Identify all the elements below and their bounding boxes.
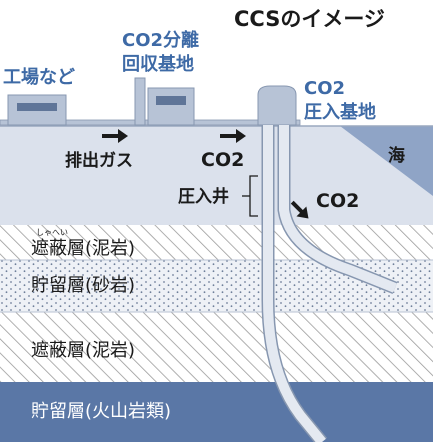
sea-label: 海 <box>388 145 405 166</box>
arrow-right-icon <box>102 129 128 143</box>
injection-label-line1: CO2 <box>304 78 345 99</box>
injection-well <box>261 125 398 442</box>
well-label: 圧入井 <box>178 186 229 207</box>
factory-label: 工場など <box>3 67 75 88</box>
caprock-layer-1 <box>0 225 433 260</box>
co2-separation-facility <box>134 77 195 126</box>
caprock-layer-2 <box>0 312 433 382</box>
arrow-down-right-icon <box>290 200 309 219</box>
reservoir-sandstone-label: 貯留層(砂岩) <box>31 275 135 296</box>
separation-label-line1: CO2分離 <box>122 29 199 51</box>
well-bracket <box>242 175 258 217</box>
co2-injection-facility <box>257 85 297 126</box>
injection-label-line2: 圧入基地 <box>304 101 376 123</box>
diagram-title: CCSのイメージ <box>234 7 385 31</box>
exhaust-label: 排出ガス <box>65 150 133 171</box>
sea-area <box>340 126 433 196</box>
reservoir-volcanic-label: 貯留層(火山岩類) <box>31 401 171 422</box>
separation-label-line2: 回収基地 <box>122 53 194 75</box>
layer-ruby: しゃへい <box>36 228 68 237</box>
reservoir-volcanic-layer <box>0 382 433 442</box>
factory-building <box>7 94 67 126</box>
arrow-right-icon <box>220 129 246 143</box>
co2-flow-label: CO2 <box>201 149 244 171</box>
caprock-1-label: 遮蔽層(泥岩) <box>31 238 135 259</box>
caprock-2-label: 遮蔽層(泥岩) <box>31 340 135 361</box>
co2-down-label: CO2 <box>316 190 359 212</box>
ground-surface <box>0 126 433 225</box>
